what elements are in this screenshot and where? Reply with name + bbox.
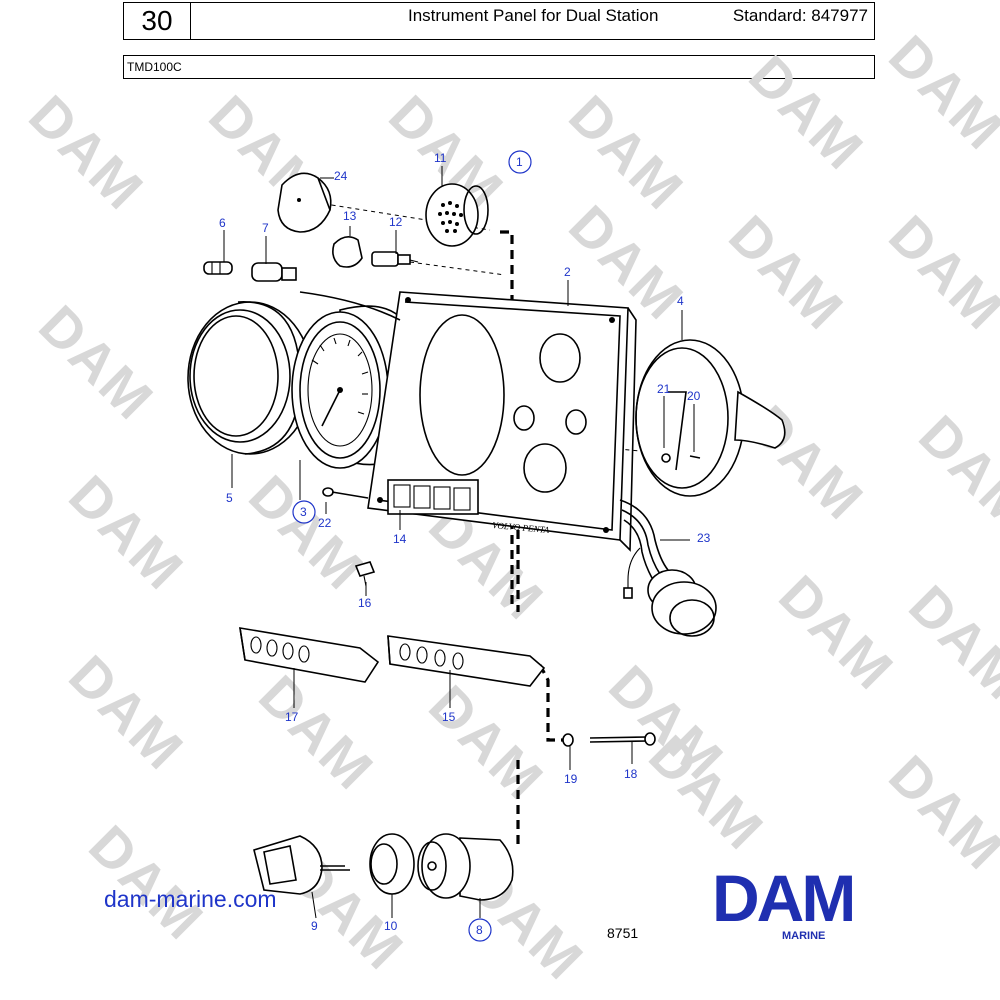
page-title: Instrument Panel for Dual Station xyxy=(408,6,659,25)
callout-14: 14 xyxy=(393,532,407,546)
callout-12: 12 xyxy=(389,215,403,229)
callout-22: 22 xyxy=(318,516,332,530)
callout-16: 16 xyxy=(358,596,372,610)
callout-20: 20 xyxy=(687,389,701,403)
screw-part-18 xyxy=(589,732,656,746)
callout-5: 5 xyxy=(226,491,233,505)
callout-15: 15 xyxy=(442,710,456,724)
header-box: 30 Instrument Panel for Dual Station Sta… xyxy=(123,2,875,40)
model-box: TMD100C xyxy=(123,55,875,79)
lamp-housing-part-17 xyxy=(239,627,380,683)
key-part xyxy=(253,835,350,895)
bulb-part xyxy=(203,261,233,275)
lamp-holder-part xyxy=(371,251,419,267)
ring-nut-part xyxy=(369,833,415,895)
logo-text: DAM xyxy=(712,861,856,935)
gauge-housing-part xyxy=(635,339,786,497)
callout-13: 13 xyxy=(343,209,357,223)
section-number: 30 xyxy=(124,3,191,39)
callout-21: 21 xyxy=(657,382,671,396)
callout-6: 6 xyxy=(219,216,226,230)
callout-10: 10 xyxy=(384,919,398,933)
standard-number: Standard: 847977 xyxy=(732,6,868,25)
screw-part-22 xyxy=(322,487,369,499)
callout-24: 24 xyxy=(334,169,348,183)
callout-4: 4 xyxy=(677,294,684,308)
lamp-cap-part xyxy=(332,236,363,268)
callout-17: 17 xyxy=(285,710,299,724)
connector-socket-part xyxy=(425,183,489,247)
cover-cap-part xyxy=(277,172,332,233)
dam-marine-logo: DAM MARINE xyxy=(712,861,856,942)
callout-9: 9 xyxy=(311,919,318,933)
lamp-module-part-15 xyxy=(387,635,546,687)
callout-11: 11 xyxy=(434,151,447,165)
callout-2: 2 xyxy=(564,265,571,279)
callout-19: 19 xyxy=(564,772,578,786)
website-link[interactable]: dam-marine.com xyxy=(104,886,277,912)
washer-part-19 xyxy=(562,733,574,747)
gauge-ring-part xyxy=(187,301,313,455)
logo-subtext: MARINE xyxy=(782,930,826,942)
figure-code: 8751 xyxy=(607,925,639,941)
model-label: TMD100C xyxy=(127,60,182,74)
callout-7: 7 xyxy=(262,221,269,235)
wiring-harness-part xyxy=(619,499,717,637)
callout-1: 1 xyxy=(516,155,523,169)
key-switch-part xyxy=(417,833,514,901)
bulb-socket-part xyxy=(251,262,297,282)
clip-part-16 xyxy=(354,561,376,587)
callout-3: 3 xyxy=(300,505,307,519)
instrument-panel-part: VOLVO PENTA xyxy=(367,291,637,552)
callout-18: 18 xyxy=(624,767,638,781)
callout-23: 23 xyxy=(697,531,711,545)
callout-8: 8 xyxy=(476,923,483,937)
